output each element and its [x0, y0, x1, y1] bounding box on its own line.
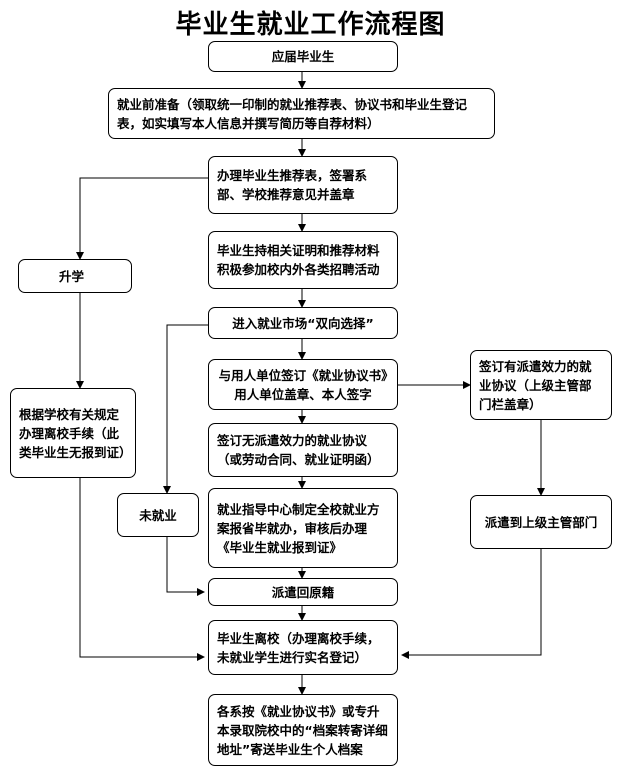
- node-return-home: 派遣回原籍: [208, 578, 398, 606]
- node-dispatch-superior: 派遣到上级主管部门: [470, 495, 612, 549]
- arrow-market-unemployed: [163, 324, 208, 494]
- arrow-superior-leave: [401, 549, 542, 659]
- node-study-procedure: 根据学校有关规定办理离校手续（此类毕业生无报到证）: [10, 388, 136, 478]
- node-recommend: 办理毕业生推荐表，签署系部、学校推荐意见并盖章: [208, 156, 398, 214]
- node-prep: 就业前准备（领取统一印制的就业推荐表、协议书和毕业生登记表，如实填写本人信息并撰…: [108, 88, 495, 139]
- node-center-plan: 就业指导中心制定全校就业方案报省毕就办，审核后办理《毕业生就业报到证》: [208, 488, 398, 568]
- node-leave-school: 毕业生离校（办理离校手续，未就业学生进行实名登记）: [208, 620, 398, 675]
- node-further-study: 升学: [18, 259, 132, 293]
- node-no-dispatch-agreement: 签订无派遣效力的就业协议（或劳动合同、就业证明函）: [208, 423, 398, 477]
- node-sign-agreement: 与用人单位签订《就业协议书》用人单位盖章、本人签字: [208, 359, 398, 410]
- node-job-fair: 毕业生持相关证明和推荐材料积极参加校内外各类招聘活动: [208, 231, 398, 289]
- arrow-unemployed-return: [166, 537, 205, 596]
- arrow-procedure-leave: [79, 478, 205, 661]
- page-title: 毕业生就业工作流程图: [175, 10, 446, 40]
- node-market: 进入就业市场“双向选择”: [208, 307, 398, 339]
- node-unemployed: 未就业: [117, 493, 199, 537]
- arrow-recommend-study: [76, 177, 208, 260]
- node-graduate: 应届毕业生: [208, 41, 398, 72]
- node-dispatch-agreement: 签订有派遣效力的就业协议（上级主管部门栏盖章）: [470, 350, 612, 420]
- node-archives: 各系按《就业协议书》或专升本录取院校中的“档案转寄详细地址”寄送毕业生个人档案: [208, 694, 398, 766]
